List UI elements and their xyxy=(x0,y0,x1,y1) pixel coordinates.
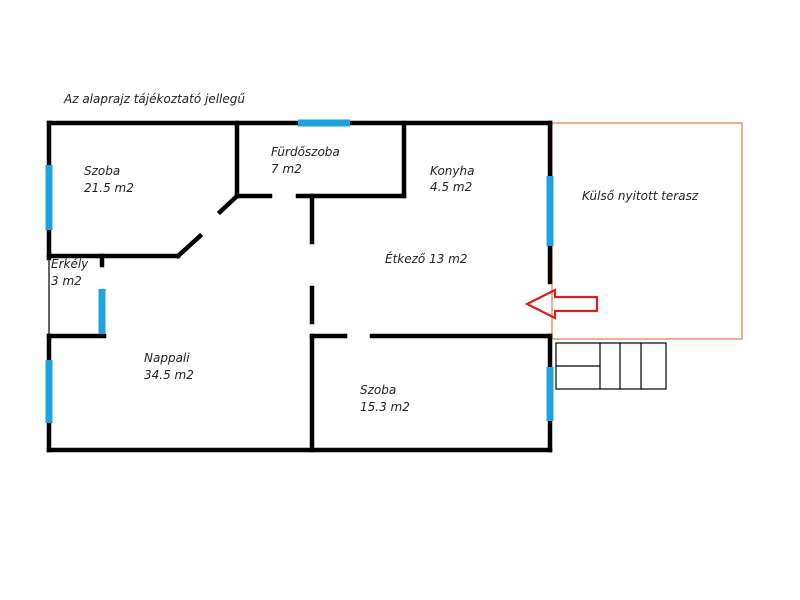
stairs xyxy=(555,342,667,390)
room-name-furdoszoba: Fürdőszoba xyxy=(271,145,340,159)
room-name-nappali: Nappali xyxy=(144,351,190,365)
room-name-konyha: Konyha xyxy=(430,164,474,178)
room-area-szoba-bottom: 15.3 m2 xyxy=(360,400,410,414)
arrow-left-icon xyxy=(524,288,599,320)
room-area-nappali: 34.5 m2 xyxy=(144,368,194,382)
windows xyxy=(45,119,554,423)
room-area-konyha: 4.5 m2 xyxy=(430,180,472,194)
terrace-outline xyxy=(551,122,743,340)
room-label-terasz: Külső nyitott terasz xyxy=(582,189,699,203)
room-name-szoba-top: Szoba xyxy=(84,164,120,178)
room-area-szoba-top: 21.5 m2 xyxy=(84,181,134,195)
room-name-szoba-bottom: Szoba xyxy=(360,383,396,397)
plan-note: Az alaprajz tájékoztató jellegű xyxy=(63,92,245,106)
room-label-etkezo: Étkező 13 m2 xyxy=(385,251,467,266)
inner-walls xyxy=(46,120,553,453)
room-area-furdoszoba: 7 m2 xyxy=(271,162,302,176)
room-area-erkely: 3 m2 xyxy=(51,274,82,288)
room-name-erkely: Erkély xyxy=(51,257,89,271)
